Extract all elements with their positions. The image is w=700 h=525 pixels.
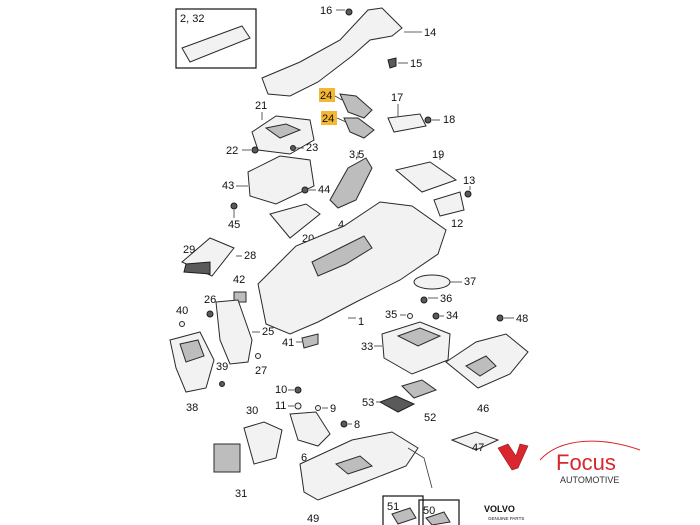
part-rear-panel-49: 49 bbox=[299, 431, 433, 525]
part-gear-panel-21: 21 22 23 bbox=[226, 100, 318, 157]
part-cupholder-trim-3-5: 3,5 4 bbox=[329, 149, 373, 231]
part-mesh-31: 31 bbox=[213, 443, 247, 500]
callout-34: 34 bbox=[446, 310, 458, 322]
inset-box-2-32: 2, 32 bbox=[175, 8, 257, 69]
part-bracket-17: 17 18 bbox=[387, 92, 455, 133]
callout-36: 36 bbox=[440, 293, 452, 305]
callout-24-upper: 24 bbox=[320, 90, 332, 102]
callout-27: 27 bbox=[255, 365, 267, 377]
callout-11: 11 bbox=[275, 400, 286, 412]
part-mat-52: 52 bbox=[401, 379, 438, 424]
part-mat-19: 19 bbox=[394, 149, 458, 193]
logo-tagline: AUTOMOTIVE bbox=[560, 475, 619, 485]
callout-10: 10 bbox=[275, 384, 287, 396]
callout-29: 29 bbox=[183, 244, 195, 256]
callout-38: 38 bbox=[186, 402, 198, 414]
callout-44: 44 bbox=[318, 184, 330, 196]
part-ring-37: 37 bbox=[413, 274, 476, 290]
inset-box-50: 50 bbox=[418, 499, 460, 525]
part-bracket-47: 47 bbox=[450, 431, 500, 454]
callout-6: 6 bbox=[301, 452, 307, 464]
callout-51: 51 bbox=[387, 501, 399, 513]
callout-37: 37 bbox=[464, 276, 476, 288]
part-41: 41 bbox=[282, 333, 319, 349]
callout-47: 47 bbox=[472, 442, 484, 454]
callout-26: 26 bbox=[204, 294, 216, 306]
callout-35: 35 bbox=[385, 309, 397, 321]
callout-21: 21 bbox=[255, 100, 267, 112]
callout-25: 25 bbox=[262, 326, 274, 338]
nut-11: 11 bbox=[275, 400, 302, 412]
callout-12: 12 bbox=[451, 218, 463, 230]
clip-26: 26 bbox=[204, 294, 216, 318]
callout-24-lower: 24 bbox=[322, 113, 334, 125]
callout-13: 13 bbox=[463, 175, 475, 187]
callout-18: 18 bbox=[443, 114, 455, 126]
callout-3-5: 3,5 bbox=[349, 149, 364, 161]
volvo-wordmark: VOLVO GENUINE PARTS bbox=[484, 504, 524, 521]
clip-40: 40 bbox=[176, 305, 188, 327]
callout-39: 39 bbox=[216, 361, 228, 373]
callout-48: 48 bbox=[516, 313, 528, 325]
part-switch-42: 42 bbox=[233, 274, 247, 303]
clip-15: 15 bbox=[387, 57, 422, 70]
part-armrest-43: 43 44 45 bbox=[222, 155, 330, 231]
brand-genuine-parts: GENUINE PARTS bbox=[488, 516, 524, 521]
callout-40: 40 bbox=[176, 305, 188, 317]
callout-43: 43 bbox=[222, 180, 234, 192]
callout-2-32: 2, 32 bbox=[180, 13, 204, 25]
callout-22: 22 bbox=[226, 145, 238, 157]
part-holder-6: 6 bbox=[289, 411, 331, 464]
part-bin-30: 30 bbox=[243, 405, 283, 465]
callout-45: 45 bbox=[228, 219, 240, 231]
part-24-upper: 24 bbox=[319, 88, 373, 119]
callout-19: 19 bbox=[432, 149, 444, 161]
clip-35: 35 bbox=[385, 309, 413, 321]
clip-8: 8 bbox=[340, 419, 360, 431]
screw-16: 16 bbox=[320, 5, 353, 17]
callout-31: 31 bbox=[235, 488, 247, 500]
callout-30: 30 bbox=[246, 405, 258, 417]
callout-8: 8 bbox=[354, 419, 360, 431]
part-side-panel-25: 25 bbox=[215, 299, 274, 365]
part-tray-33: 33 bbox=[361, 321, 451, 375]
clip-39: 39 bbox=[216, 361, 228, 387]
callout-46: 46 bbox=[477, 403, 489, 415]
part-24-lower: 24 bbox=[321, 111, 375, 139]
callout-50: 50 bbox=[423, 505, 435, 517]
inset-box-51: 51 bbox=[382, 495, 424, 525]
clip-34: 34 bbox=[432, 310, 458, 322]
part-mat-53: 53 bbox=[362, 395, 416, 413]
part-bracket-46: 46 bbox=[445, 333, 529, 415]
callout-41: 41 bbox=[282, 337, 294, 349]
callout-16: 16 bbox=[320, 5, 332, 17]
focus-automotive-logo: Focus AUTOMOTIVE bbox=[497, 440, 641, 485]
screw-10: 10 bbox=[275, 384, 302, 396]
callout-52: 52 bbox=[424, 412, 436, 424]
clip-9: 9 bbox=[315, 403, 336, 415]
part-top-trim: 14 bbox=[261, 7, 436, 97]
callout-1: 1 bbox=[358, 316, 364, 328]
part-bracket-12: 12 13 bbox=[433, 175, 475, 230]
callout-53: 53 bbox=[362, 397, 374, 409]
callout-17: 17 bbox=[391, 92, 403, 104]
callout-14: 14 bbox=[424, 27, 436, 39]
logo-name: Focus bbox=[556, 450, 616, 475]
callout-42: 42 bbox=[233, 274, 245, 286]
part-lower-panel-38: 38 bbox=[169, 331, 215, 414]
callout-28: 28 bbox=[244, 250, 256, 262]
clip-27: 27 bbox=[255, 353, 267, 377]
callout-4: 4 bbox=[338, 219, 344, 231]
screw-36: 36 bbox=[420, 293, 452, 305]
callout-15: 15 bbox=[410, 58, 422, 70]
part-vent-29-28: 29 28 bbox=[181, 237, 256, 277]
brand-volvo: VOLVO bbox=[484, 504, 515, 514]
callout-49: 49 bbox=[307, 513, 319, 525]
screw-48: 48 bbox=[496, 313, 528, 325]
part-console-main-1: 1 bbox=[257, 201, 447, 335]
callout-9: 9 bbox=[330, 403, 336, 415]
callout-23: 23 bbox=[306, 142, 318, 154]
callout-33: 33 bbox=[361, 341, 373, 353]
